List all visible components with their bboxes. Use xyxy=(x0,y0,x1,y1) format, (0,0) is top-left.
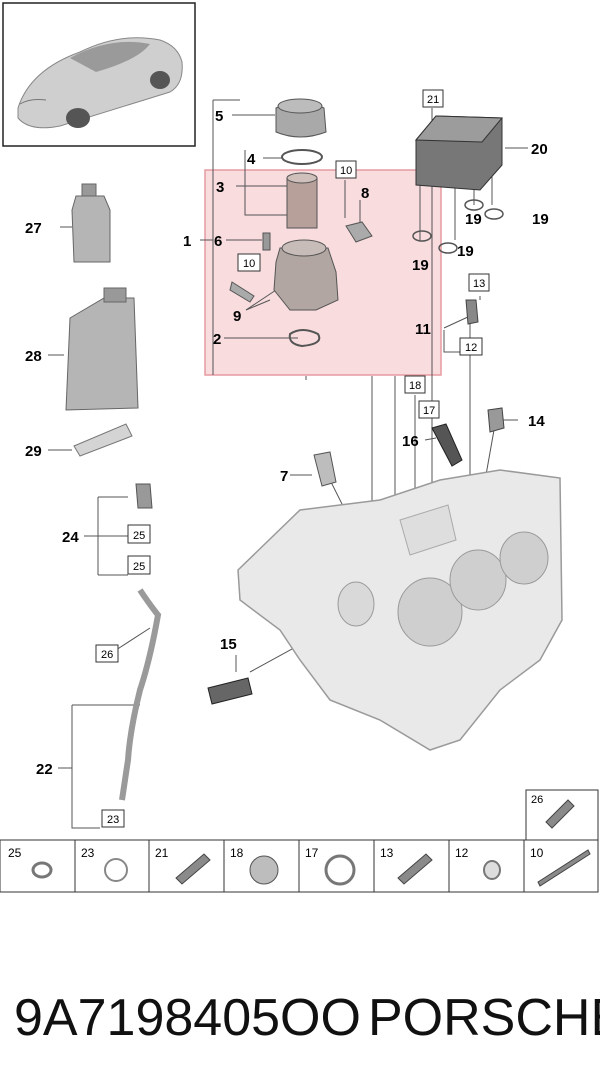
callout-19d: 19 xyxy=(412,257,429,274)
fastener-legend: 25 23 21 18 17 13 12 10 xyxy=(0,839,599,893)
legend-label-21: 21 xyxy=(155,846,169,860)
dipstick-tube-22 xyxy=(119,588,162,801)
callout-19c: 19 xyxy=(457,243,474,260)
seal-19d xyxy=(412,230,432,242)
callout-numbers: 5 4 3 1 6 8 9 2 20 19 19 19 19 11 14 16 … xyxy=(25,108,549,778)
grease-tube-29 xyxy=(73,423,133,457)
callout-19b: 19 xyxy=(532,211,549,228)
callout-20: 20 xyxy=(531,141,548,158)
dipstick-sensor-24 xyxy=(135,483,153,509)
callout-2: 2 xyxy=(213,331,221,348)
callout-7: 7 xyxy=(280,468,288,485)
boxed-ref-26: 26 xyxy=(101,649,113,661)
oil-filter-cap xyxy=(275,98,327,138)
legend-label-13: 13 xyxy=(380,846,394,860)
legend-label-23: 23 xyxy=(81,846,95,860)
callout-3: 3 xyxy=(216,179,224,196)
callout-8: 8 xyxy=(361,185,369,202)
oil-filter-housing xyxy=(273,239,339,311)
boxed-ref-13: 13 xyxy=(473,278,485,290)
boxed-ref-10b: 10 xyxy=(243,258,255,270)
callout-9: 9 xyxy=(233,308,241,325)
footer: 9A7198405OO PORSCHE xyxy=(0,968,600,1068)
sensor-14 xyxy=(487,407,505,433)
callout-5: 5 xyxy=(215,108,223,125)
bolt-9 xyxy=(229,281,255,303)
boxed-ref-25b: 25 xyxy=(133,561,145,573)
vehicle-thumbnail xyxy=(2,2,196,147)
brand-name: PORSCHE xyxy=(368,989,600,1047)
boxed-ref-12: 12 xyxy=(465,342,477,354)
boxed-ref-23: 23 xyxy=(107,814,119,826)
callout-16: 16 xyxy=(402,433,419,450)
oil-bottle-27 xyxy=(71,183,111,263)
o-ring-4 xyxy=(281,149,323,165)
callout-14: 14 xyxy=(528,413,545,430)
boxed-ref-10a: 10 xyxy=(340,165,352,177)
seal-2 xyxy=(288,329,321,348)
callout-22: 22 xyxy=(36,761,53,778)
boxed-ref-25a: 25 xyxy=(133,530,145,542)
bolt-26-box xyxy=(525,789,599,841)
legend-label-12: 12 xyxy=(455,846,469,860)
sensor-7 xyxy=(313,451,337,487)
callout-27: 27 xyxy=(25,220,42,237)
sensor-6 xyxy=(262,232,271,251)
callout-11: 11 xyxy=(415,321,431,338)
callout-28: 28 xyxy=(25,348,42,365)
oil-canister-28 xyxy=(65,287,139,411)
sensor-11 xyxy=(465,299,479,325)
oil-cooler-20 xyxy=(414,115,504,191)
part-number: 9A7198405OO xyxy=(14,989,361,1047)
seal-19b xyxy=(484,208,504,220)
boxed-refs: 10 10 21 13 12 18 17 25 25 26 23 26 xyxy=(95,89,543,828)
boxed-ref-18: 18 xyxy=(409,380,421,392)
sensor-15 xyxy=(207,677,253,705)
legend-label-25: 25 xyxy=(8,846,22,860)
bracket-8 xyxy=(345,221,373,243)
legend-label-17: 17 xyxy=(305,846,319,860)
callout-24: 24 xyxy=(62,529,79,546)
callout-4: 4 xyxy=(247,151,256,168)
sensor-16 xyxy=(431,423,463,467)
boxed-ref-26-top: 26 xyxy=(531,794,543,806)
callout-29: 29 xyxy=(25,443,42,460)
boxed-ref-21: 21 xyxy=(427,94,439,106)
legend-label-10: 10 xyxy=(530,846,544,860)
engine-block xyxy=(237,469,563,751)
boxed-ref-17: 17 xyxy=(423,405,435,417)
legend-label-18: 18 xyxy=(230,846,244,860)
seal-19c xyxy=(438,242,458,254)
callout-1: 1 xyxy=(183,233,191,250)
callout-19a: 19 xyxy=(465,211,482,228)
callout-6: 6 xyxy=(214,233,222,250)
callout-15: 15 xyxy=(220,636,237,653)
seal-19a xyxy=(464,199,484,211)
oil-filter-element xyxy=(286,172,318,229)
